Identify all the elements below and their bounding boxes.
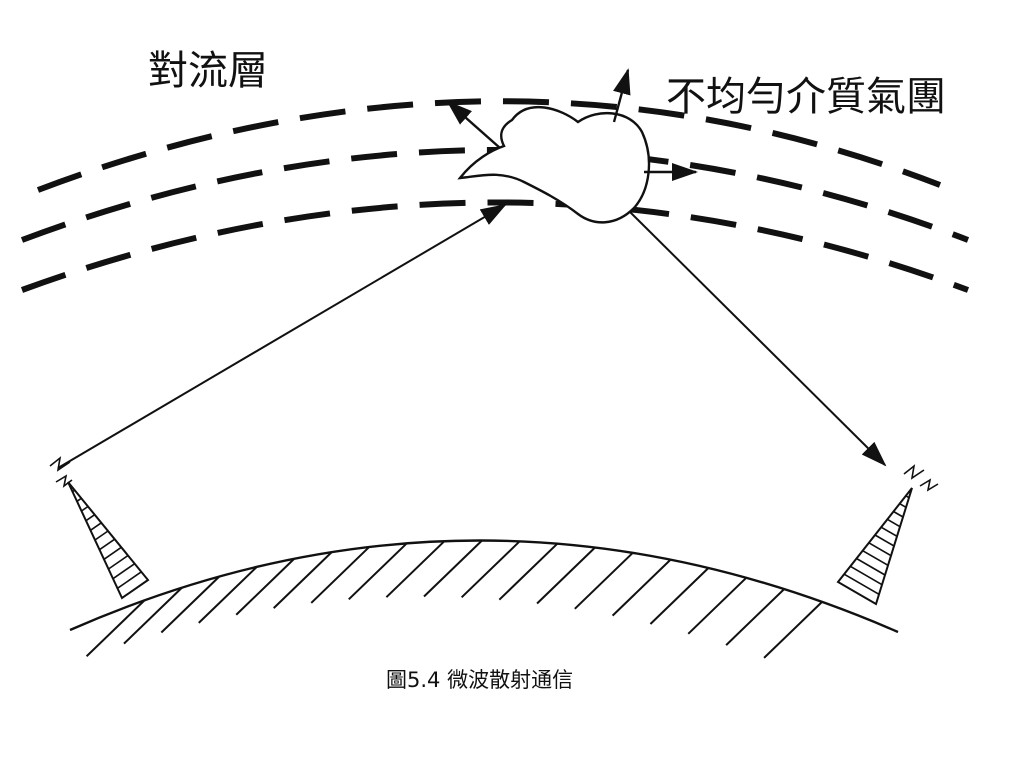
transmit-ray <box>57 203 507 469</box>
ground-hatch-line <box>460 540 521 599</box>
inhomogeneous-medium-label: 不均勻介質氣團 <box>666 74 946 120</box>
earth-surface <box>69 539 899 659</box>
receiver-tower <box>836 464 939 606</box>
tower-lattice-line <box>99 538 116 551</box>
tower-lattice-line <box>905 495 910 499</box>
ground-hatch-line <box>348 542 408 601</box>
ground-hatch-line <box>385 540 446 598</box>
ground-hatch-line <box>235 558 295 616</box>
transmitter-antenna-icon <box>49 456 73 488</box>
ground-hatch-line <box>310 546 370 604</box>
tower-lattice-line <box>874 534 895 547</box>
tower-lattice-line <box>868 542 892 557</box>
ground-hatch-line <box>85 599 146 657</box>
ground-hatch-line <box>611 558 672 617</box>
tower-lattice-line <box>886 518 901 528</box>
ground-hatch-line <box>160 575 221 634</box>
ground-hatch-line <box>423 539 483 598</box>
tower-lattice-line <box>849 565 883 586</box>
tower-lattice-line <box>81 505 89 512</box>
ground-hatch-line <box>273 551 333 609</box>
troposphere-layer-lower <box>20 199 970 293</box>
tower-lattice-line <box>862 549 889 567</box>
scatter-arrows <box>446 68 698 181</box>
scatter-arrow-up-left <box>446 100 501 149</box>
tower-lattice-line <box>72 489 76 493</box>
troposphere-layer-upper <box>36 98 942 193</box>
tower-lattice-line <box>112 563 136 580</box>
troposphere-label: 對流層 <box>148 48 268 94</box>
tower-lattice-line <box>843 573 880 596</box>
air-mass-blob <box>457 105 651 224</box>
troposphere-layers <box>20 98 970 293</box>
ground-hatch-line <box>649 567 710 625</box>
ground-hatch-line <box>123 586 183 645</box>
tower-lattice-line <box>893 510 904 518</box>
transmitter-tower <box>49 456 150 600</box>
tower-lattice-line <box>117 571 142 589</box>
receiver-antenna-icon <box>903 464 939 492</box>
tower-lattice-line <box>76 497 82 502</box>
ground-hatch-line <box>498 542 559 601</box>
ground-hatch-line <box>687 577 747 635</box>
tower-lattice-line <box>856 557 886 576</box>
tower-lattice-line <box>94 530 109 541</box>
ground-hatch-line <box>574 552 634 610</box>
ground-hatch-line <box>763 601 823 659</box>
figure-caption: 圖5.4 微波散射通信 <box>386 668 574 692</box>
ground-hatching <box>85 539 823 659</box>
tower-lattice-line <box>899 502 907 509</box>
scatter-arrow-up <box>612 68 631 123</box>
ground-hatch-line <box>725 588 785 646</box>
ground-hatch-line <box>198 566 258 624</box>
tower-lattice-line <box>880 526 898 538</box>
tower-lattice-line <box>108 554 129 570</box>
tower-lattice-line <box>103 546 122 560</box>
earth-curve <box>69 539 899 634</box>
tower-lattice-line <box>85 514 96 522</box>
ground-hatch-line <box>536 546 596 605</box>
receive-ray <box>627 209 887 467</box>
tower-lattice-line <box>90 522 102 531</box>
